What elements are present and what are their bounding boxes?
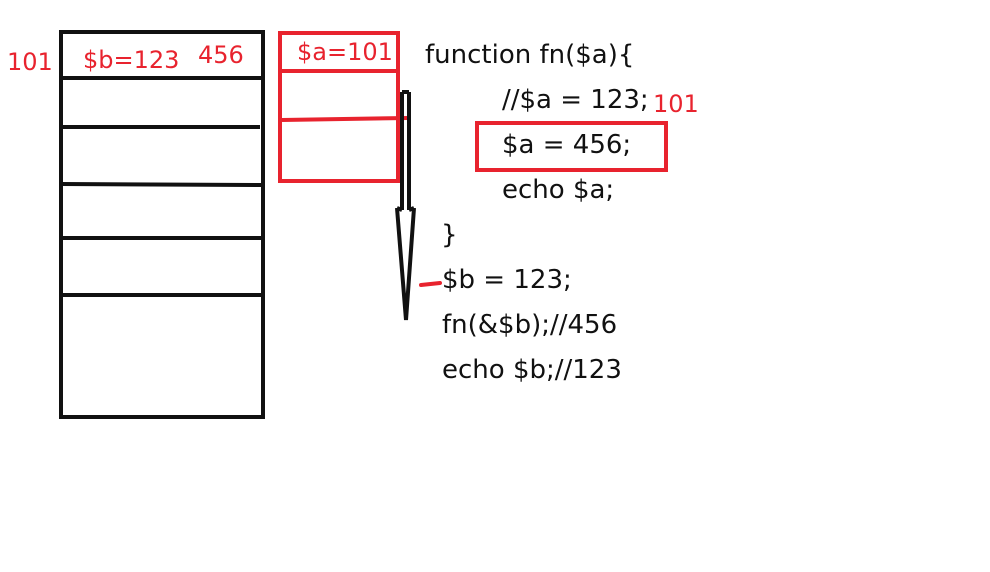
memory-stack-outline xyxy=(59,30,265,419)
highlight-box xyxy=(475,121,668,172)
code-line-b-assign: $b = 123; xyxy=(442,265,572,295)
stack-cell-b: $b=123 xyxy=(83,46,180,74)
code-line-assign: $a = 456; xyxy=(502,130,632,160)
function-frame xyxy=(278,31,409,183)
code-line-close-brace: } xyxy=(441,220,458,250)
memory-stack xyxy=(59,30,265,419)
code-line-echo-a: echo $a; xyxy=(502,175,615,205)
frame-divider-2 xyxy=(281,116,409,122)
execution-arrow xyxy=(395,90,416,321)
function-frame-outline xyxy=(278,31,400,183)
code-line-echo-b: echo $b;//123 xyxy=(442,355,622,385)
frame-cell-a: $a=101 xyxy=(297,38,393,66)
stack-address-label: 101 xyxy=(7,48,53,76)
red-pointer-tick xyxy=(419,281,442,287)
stack-new-value-label: 456 xyxy=(198,41,244,69)
code-line-comment: //$a = 123; xyxy=(502,85,649,115)
stack-divider-3 xyxy=(60,182,263,187)
code-line-call: fn(&$b);//456 xyxy=(442,310,618,340)
code-comment-note: 101 xyxy=(653,90,699,118)
code-line-function: function fn($a){ xyxy=(425,40,635,70)
